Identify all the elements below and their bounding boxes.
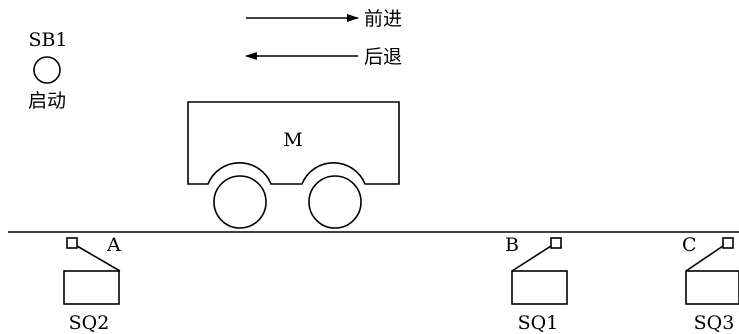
backward-label: 后退: [364, 46, 402, 68]
direction-legend: 前进 后退: [245, 8, 402, 68]
forward-label: 前进: [364, 8, 402, 30]
switch-id-label: SQ3: [694, 312, 735, 334]
cart-body: [187, 101, 400, 185]
cart-label: M: [283, 129, 302, 151]
start-button-id-label: SB1: [28, 29, 67, 51]
start-button-name-label: 启动: [28, 90, 66, 112]
limit-switch-sq3: C SQ3: [682, 234, 739, 334]
start-button-circle: [33, 56, 61, 84]
switch-actuator: [550, 237, 562, 249]
cart-wheel-left: [213, 175, 267, 229]
switch-position-label: A: [106, 234, 121, 256]
limit-switch-sq2: A SQ2: [63, 234, 121, 334]
switch-id-label: SQ1: [518, 312, 559, 334]
switch-actuator: [722, 237, 734, 249]
switch-position-label: B: [505, 234, 519, 256]
cart-wheel-right: [308, 175, 362, 229]
start-button-group: SB1 启动: [28, 29, 68, 112]
switch-position-label: C: [682, 234, 697, 256]
switch-body: [63, 270, 120, 305]
switch-body: [685, 270, 739, 305]
switch-id-label: SQ2: [69, 312, 110, 334]
switch-body: [511, 270, 568, 305]
switch-actuator: [66, 237, 78, 249]
limit-switch-sq1: B SQ1: [505, 234, 568, 334]
cart: M: [187, 101, 400, 229]
